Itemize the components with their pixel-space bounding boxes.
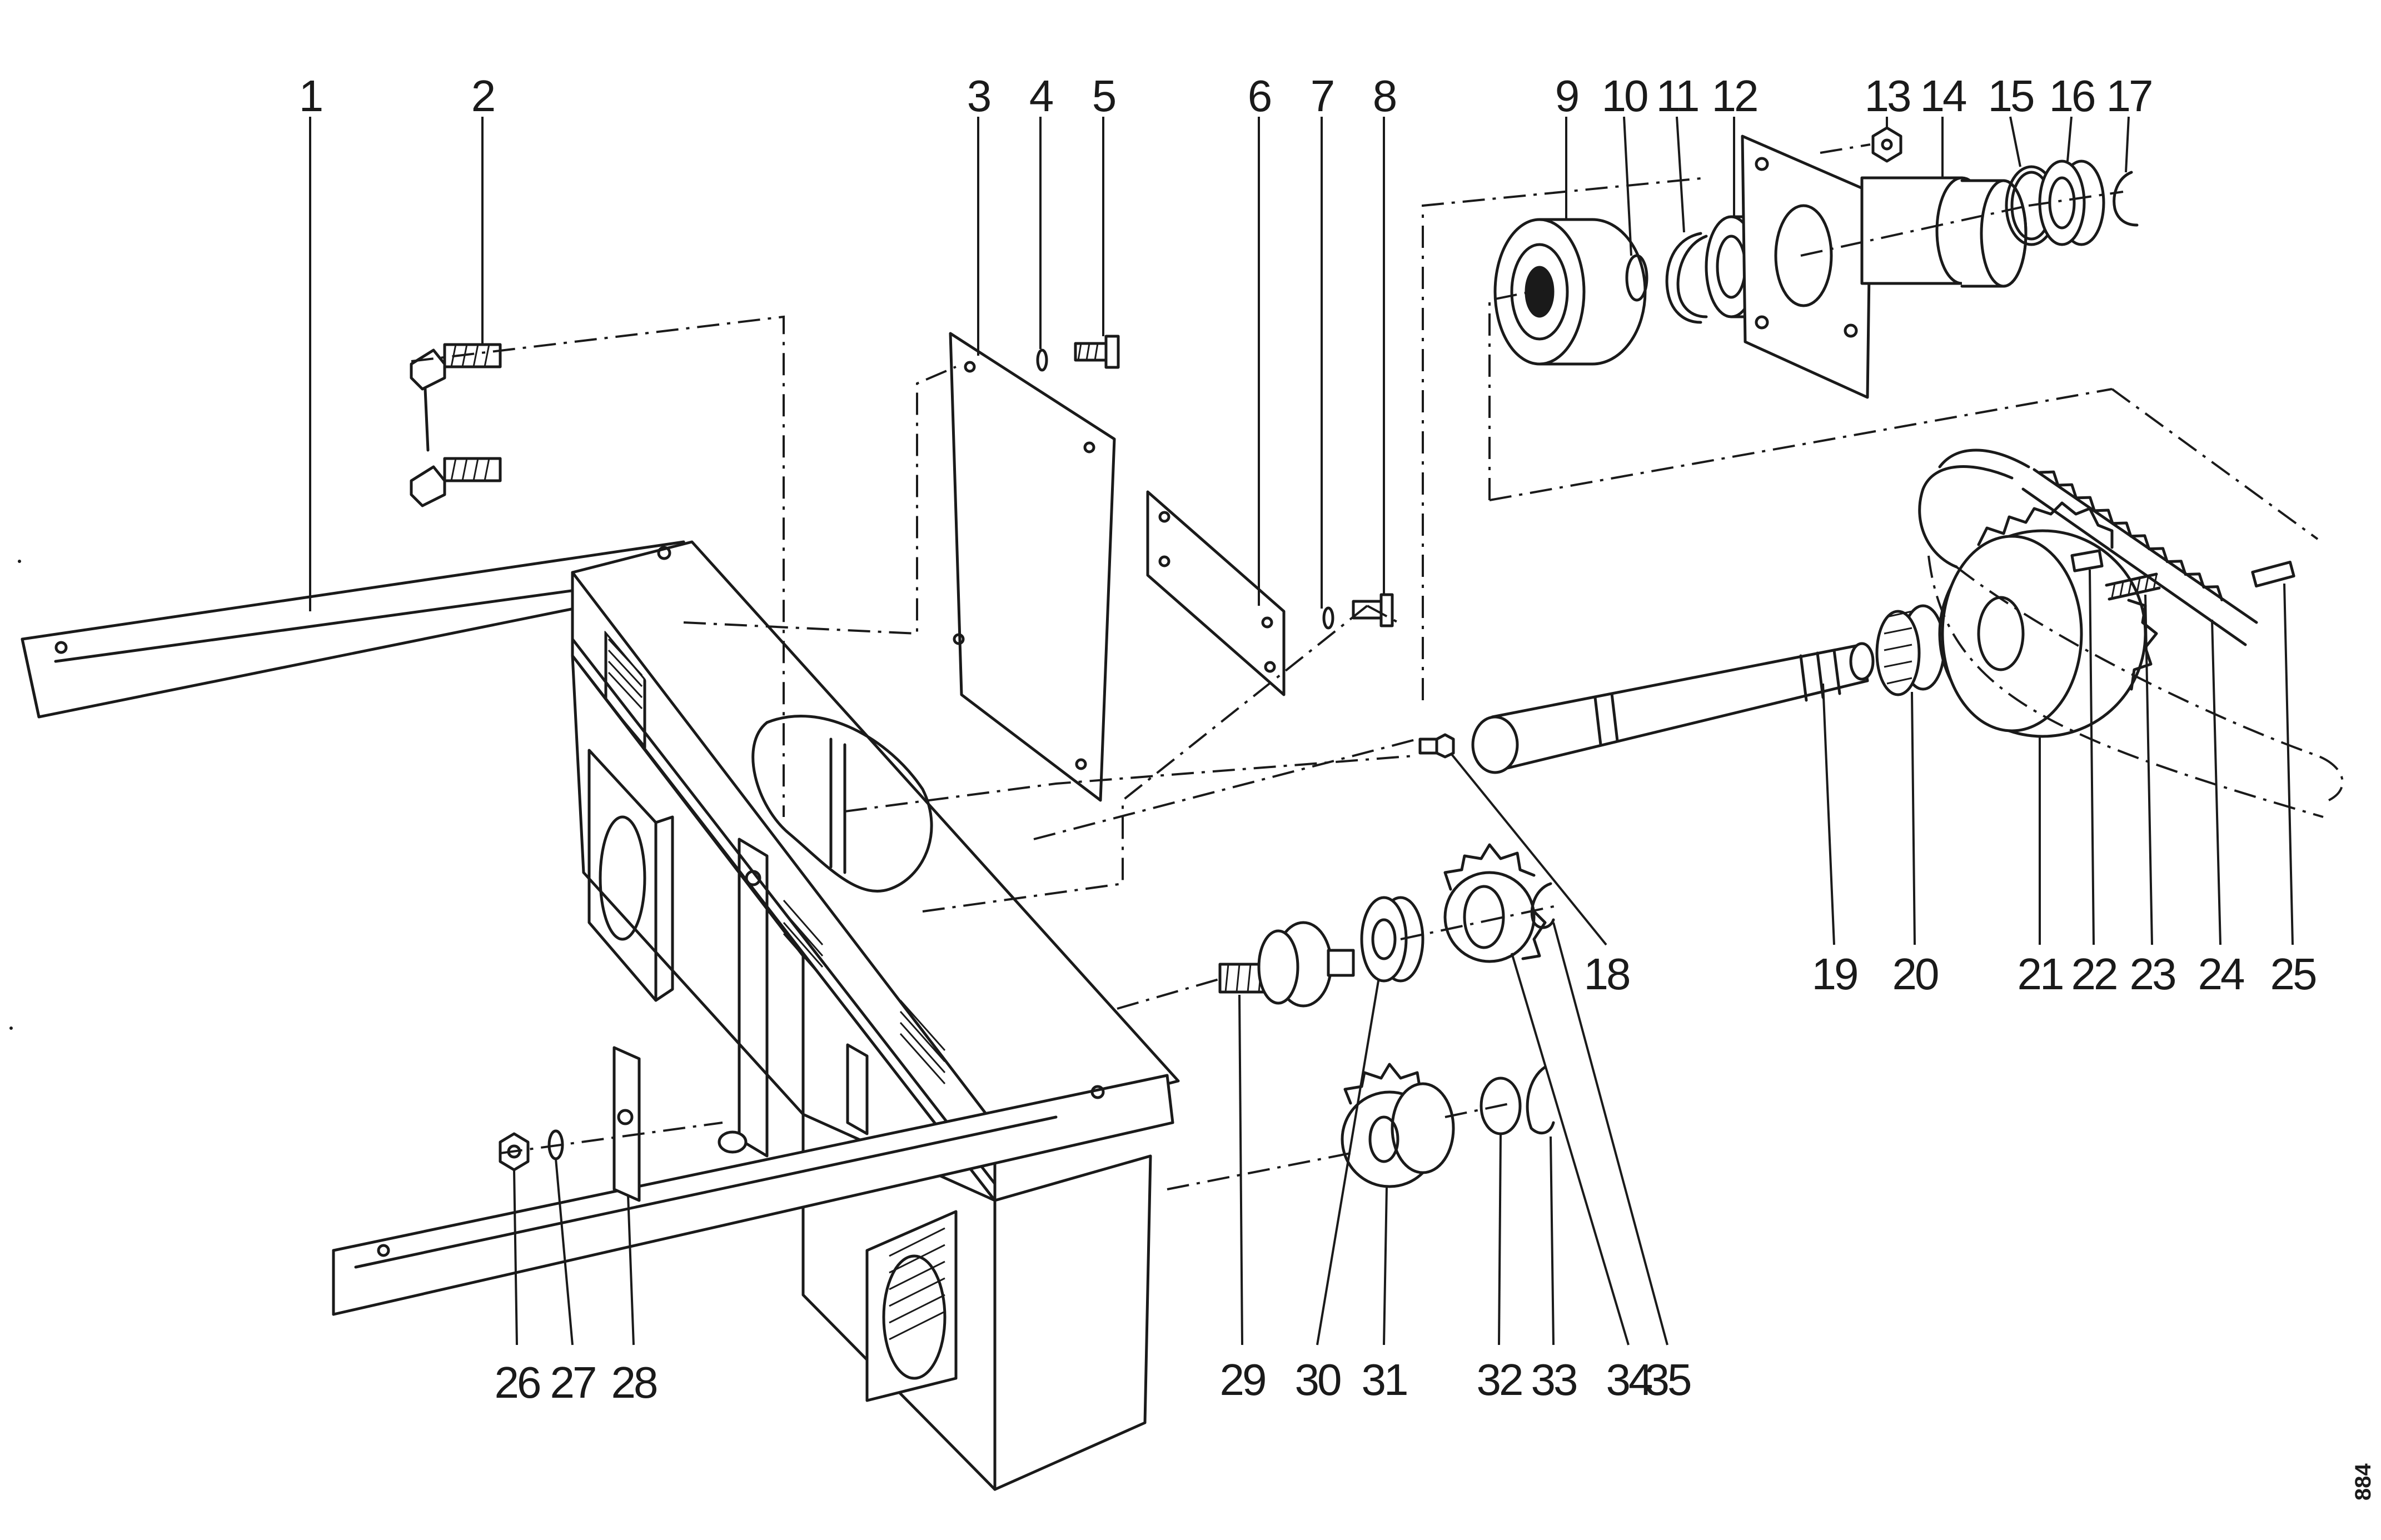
callout-35: 35: [1645, 1355, 1691, 1404]
assembly-lines: [411, 143, 2319, 1190]
callout-19: 19: [1812, 949, 1857, 999]
circlip-35: [1530, 882, 1555, 929]
callout-24: 24: [2198, 949, 2244, 999]
callout-16: 16: [2049, 71, 2094, 121]
pin-25: [2251, 560, 2295, 588]
scan-dot: [18, 560, 21, 563]
grease-nipple-18: [1418, 733, 1455, 759]
callout-12: 12: [1712, 71, 1757, 121]
callout-22: 22: [2071, 949, 2116, 999]
callout-23: 23: [2130, 949, 2175, 999]
callout-33: 33: [1531, 1355, 1576, 1404]
shaft-19: [1471, 642, 1875, 774]
hub-14: [1860, 176, 2028, 288]
callout-21: 21: [2018, 949, 2063, 999]
bearing-housing-9: [1493, 218, 1647, 366]
callout-20: 20: [1892, 949, 1938, 999]
callout-30: 30: [1295, 1355, 1341, 1404]
callout-3: 3: [967, 71, 990, 121]
washer-4: [1036, 348, 1048, 372]
screw-5: [1074, 335, 1120, 369]
washer-7: [1322, 606, 1334, 630]
callout-4: 4: [1029, 71, 1053, 121]
stud-29: [1218, 921, 1355, 1008]
drawing-code: 884: [2351, 1463, 2375, 1501]
callout-labels: 1 2 3 4 5 6 7 8 9 10 11 12 13 14 15 16 1…: [299, 71, 2318, 1407]
sprocket-34: [1443, 843, 1547, 963]
nut-13: [1871, 126, 1902, 163]
callout-7: 7: [1311, 71, 1333, 121]
callout-11: 11: [1656, 71, 1698, 121]
callout-32: 32: [1477, 1355, 1522, 1404]
sprocket-21: [1938, 501, 2158, 738]
callout-2: 2: [471, 71, 494, 121]
callout-27: 27: [550, 1358, 595, 1407]
scan-dot: [9, 1026, 13, 1030]
callout-13: 13: [1865, 71, 1910, 121]
key-22: [2070, 549, 2104, 572]
screw-8: [1352, 593, 1394, 627]
cover-plate-small: [1146, 490, 1286, 696]
callout-17: 17: [2106, 71, 2151, 121]
bracket-28: [612, 1046, 641, 1202]
bolt-set: [410, 343, 502, 507]
callout-15: 15: [1988, 71, 2034, 121]
ring-10: [1625, 254, 1648, 302]
bearing-16: [2038, 160, 2105, 246]
callout-9: 9: [1555, 71, 1578, 121]
circlip-17: [2113, 171, 2139, 227]
leader-lines: [309, 116, 2294, 1345]
callout-10: 10: [1602, 71, 1647, 121]
callout-1: 1: [299, 71, 322, 121]
callout-18: 18: [1584, 949, 1630, 999]
circlip-33: [1526, 1065, 1555, 1135]
mounting-plate: [1741, 134, 1872, 399]
bearing-30: [1360, 896, 1424, 983]
callout-26: 26: [495, 1358, 540, 1407]
callout-31: 31: [1362, 1355, 1407, 1404]
callout-5: 5: [1092, 71, 1115, 121]
callout-8: 8: [1373, 71, 1396, 121]
circlip-11: [1665, 232, 1708, 324]
callout-28: 28: [611, 1358, 657, 1407]
callout-34: 34: [1606, 1355, 1652, 1404]
main-frame: [21, 540, 1180, 1491]
callout-14: 14: [1920, 71, 1966, 121]
callout-6: 6: [1248, 71, 1271, 121]
callout-25: 25: [2270, 949, 2316, 999]
needle-bearing-20: [1875, 604, 1946, 696]
cover-plate-large: [949, 332, 1116, 802]
sprocket-31: [1341, 1063, 1455, 1188]
callout-29: 29: [1220, 1355, 1265, 1404]
